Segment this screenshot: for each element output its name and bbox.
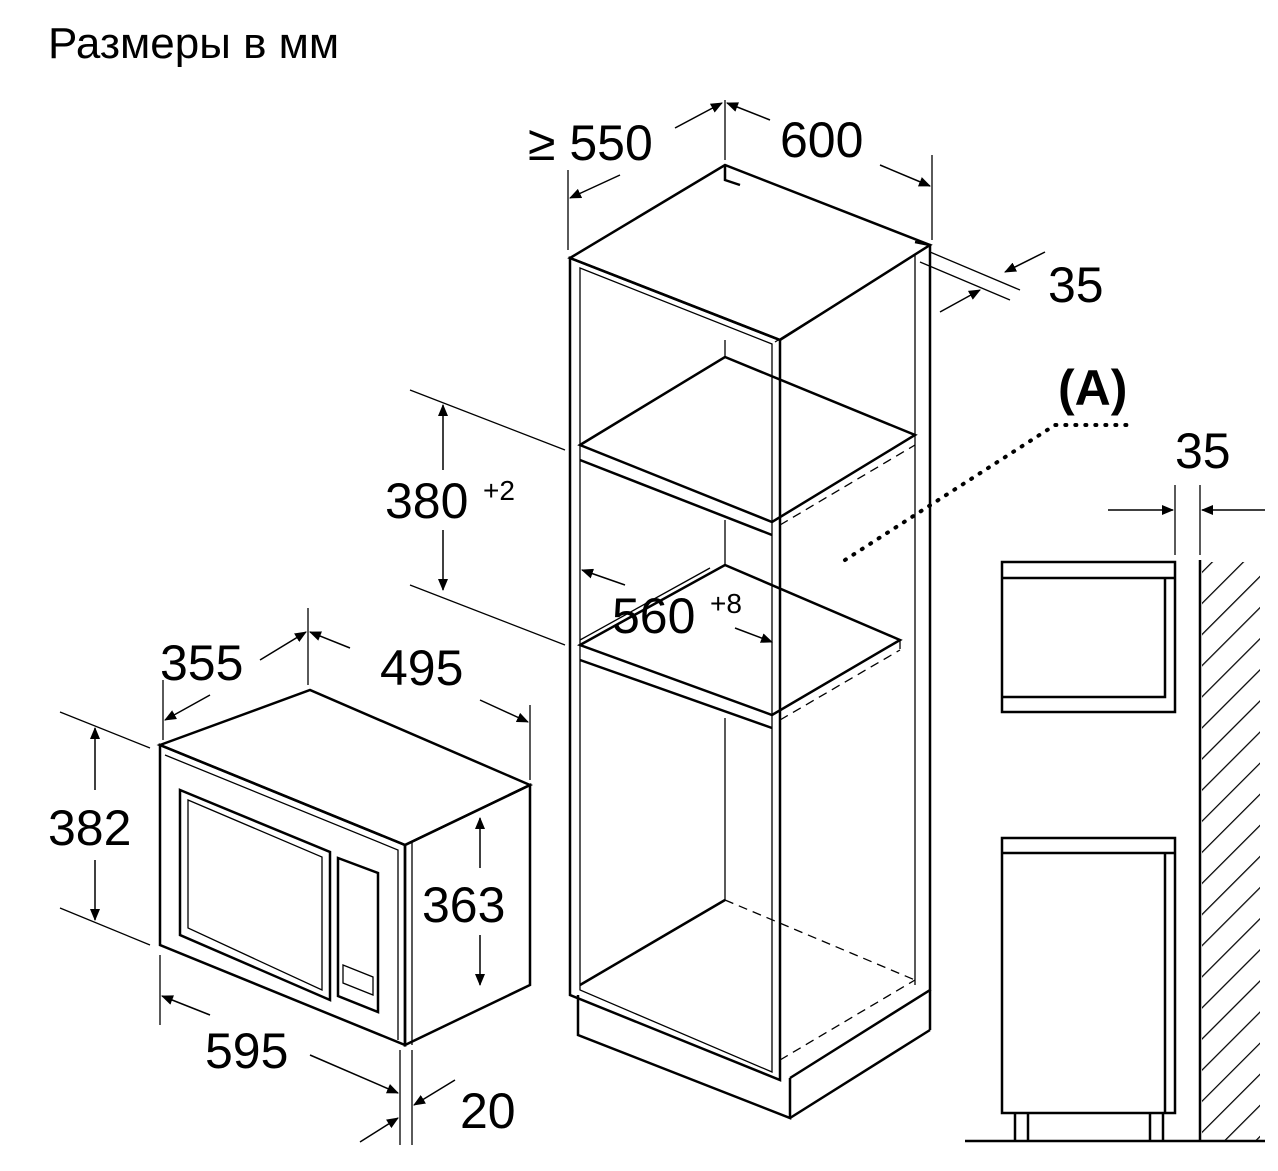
side-view-label: (A): [1058, 360, 1127, 416]
microwave-front-thickness-label: 20: [460, 1083, 516, 1139]
cabinet-width-label: 600: [780, 112, 863, 168]
cabinet-dimensions: ≥ 550 600 35 380 +2 560 +8: [385, 100, 1137, 646]
gap-top-label: 35: [1048, 257, 1104, 313]
tall-cabinet: [567, 163, 933, 1120]
depth-min-label: ≥ 550: [528, 115, 653, 171]
niche-height-tolerance: +2: [483, 475, 515, 506]
microwave-dimensions: 355 495 382 363 595 20: [48, 608, 531, 1145]
microwave-front-height-label: 382: [48, 800, 131, 856]
microwave-depth-label: 355: [160, 635, 243, 691]
niche-width-tolerance: +8: [710, 588, 742, 619]
wall-gap-label: 35: [1175, 423, 1231, 479]
microwave: [156, 688, 534, 1047]
microwave-body-height-label: 363: [422, 877, 505, 933]
page-title: Размеры в мм: [48, 19, 339, 68]
microwave-front-width-label: 595: [205, 1023, 288, 1079]
niche-height-label: 380: [385, 473, 468, 529]
niche-width-label: 560: [612, 588, 695, 644]
side-view: (A) 35: [965, 360, 1265, 1143]
microwave-body-width-label: 495: [380, 640, 463, 696]
